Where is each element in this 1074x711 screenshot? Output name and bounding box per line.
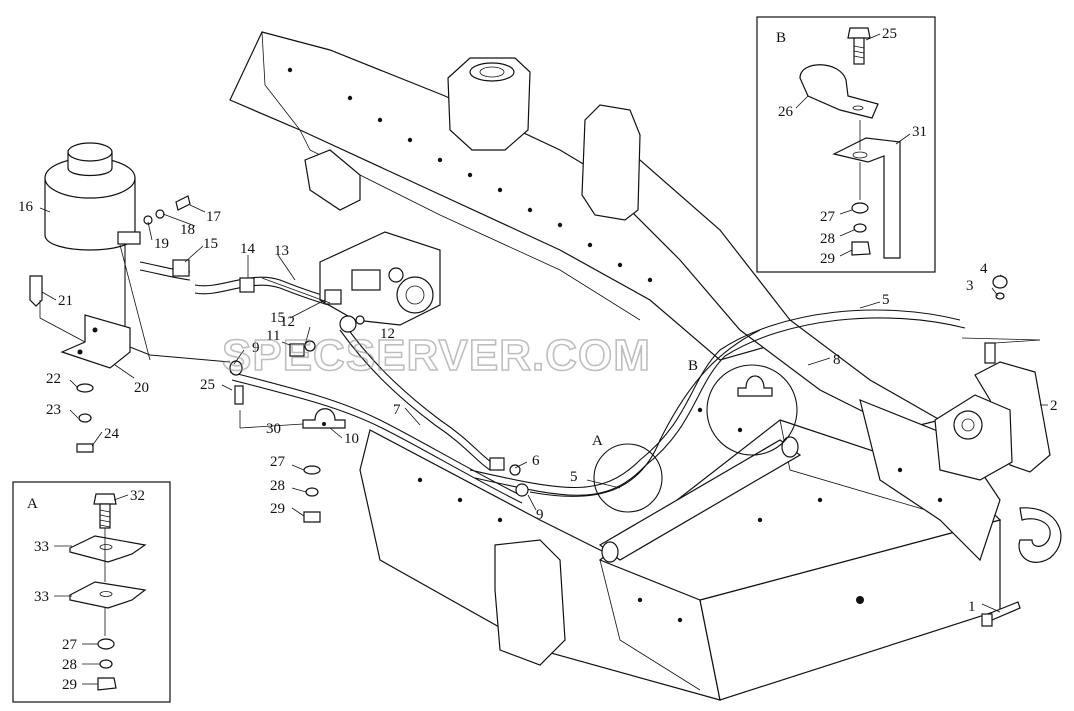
detail-circle-b bbox=[706, 364, 798, 456]
inset-a-label-28: 28 bbox=[62, 657, 77, 673]
callout-19: 19 bbox=[154, 236, 169, 252]
callout-11: 11 bbox=[266, 328, 280, 344]
clamp-b-detail bbox=[737, 375, 773, 397]
callout-29: 29 bbox=[270, 501, 285, 517]
callout-27: 27 bbox=[270, 454, 286, 470]
callout-24: 24 bbox=[104, 426, 120, 442]
callout-18: 18 bbox=[180, 222, 195, 238]
callout-20: 20 bbox=[134, 380, 149, 396]
callout-13: 13 bbox=[274, 243, 289, 259]
inset-b-label-31: 31 bbox=[912, 124, 927, 140]
fittings bbox=[143, 195, 529, 497]
cross-tube bbox=[598, 436, 802, 563]
chassis-frame bbox=[229, 31, 1002, 701]
hardware-stack-left bbox=[29, 275, 94, 453]
callout-7: 7 bbox=[393, 402, 401, 418]
steering-gear-2 bbox=[934, 275, 1051, 481]
inset-b: B 25 26 31 27 28 29 bbox=[756, 16, 936, 273]
callout-14: 14 bbox=[240, 241, 256, 257]
reservoir-16 bbox=[44, 142, 141, 251]
hardware-stack-center bbox=[303, 465, 321, 523]
callout-9-right: 9 bbox=[536, 507, 544, 523]
callout-5-upper: 5 bbox=[882, 292, 890, 308]
callout-30: 30 bbox=[266, 421, 281, 437]
callout-5-lower: 5 bbox=[570, 469, 578, 485]
power-steering-pump bbox=[319, 231, 441, 326]
callout-9-left: 9 bbox=[252, 340, 260, 356]
inset-a: A 32 33 33 27 28 29 bbox=[12, 481, 171, 703]
inset-b-title: B bbox=[776, 30, 786, 46]
inset-b-label-28: 28 bbox=[820, 231, 835, 247]
inset-a-label-27: 27 bbox=[62, 637, 78, 653]
inset-a-label-32: 32 bbox=[130, 488, 145, 504]
leader-lines bbox=[39, 204, 1048, 613]
inset-a-title: A bbox=[27, 496, 38, 512]
callout-1: 1 bbox=[968, 599, 976, 615]
inset-b-label-26: 26 bbox=[778, 104, 794, 120]
inset-a-label-33-lower: 33 bbox=[34, 589, 49, 605]
callout-21: 21 bbox=[58, 293, 73, 309]
inset-b-label-25: 25 bbox=[882, 26, 897, 42]
detail-circle-a bbox=[593, 443, 663, 513]
callout-labels: 1 2 3 4 5 5 6 7 8 9 9 10 11 12 12 13 14 … bbox=[18, 199, 1058, 615]
callout-10: 10 bbox=[344, 431, 359, 447]
callout-23: 23 bbox=[46, 402, 61, 418]
callout-12-left: 12 bbox=[280, 314, 295, 330]
callout-16: 16 bbox=[18, 199, 34, 215]
inset-a-label-29: 29 bbox=[62, 677, 77, 693]
clamp-30 bbox=[302, 408, 346, 429]
callout-12-right: 12 bbox=[380, 326, 395, 342]
callout-2: 2 bbox=[1050, 398, 1058, 414]
callout-4: 4 bbox=[980, 261, 988, 277]
inset-a-label-33-upper: 33 bbox=[34, 539, 49, 555]
callout-15-lower: 15 bbox=[270, 310, 285, 326]
bolt-1 bbox=[981, 601, 1021, 627]
callout-25: 25 bbox=[200, 377, 215, 393]
inset-b-label-27: 27 bbox=[820, 209, 836, 225]
callout-15-upper: 15 bbox=[203, 236, 218, 252]
callout-28: 28 bbox=[270, 478, 285, 494]
tow-hook bbox=[1018, 507, 1062, 563]
watermark: SPECSERVER.COM bbox=[222, 331, 651, 380]
callout-detail-b: B bbox=[688, 358, 698, 374]
inset-b-label-29: 29 bbox=[820, 251, 835, 267]
callout-8: 8 bbox=[833, 352, 841, 368]
bracket-20 bbox=[60, 314, 131, 369]
callout-17: 17 bbox=[206, 209, 222, 225]
callout-detail-a: A bbox=[592, 433, 603, 449]
callout-3: 3 bbox=[966, 278, 974, 294]
hydraulic-lines bbox=[124, 240, 966, 504]
callout-22: 22 bbox=[46, 371, 61, 387]
callout-6: 6 bbox=[532, 453, 540, 469]
